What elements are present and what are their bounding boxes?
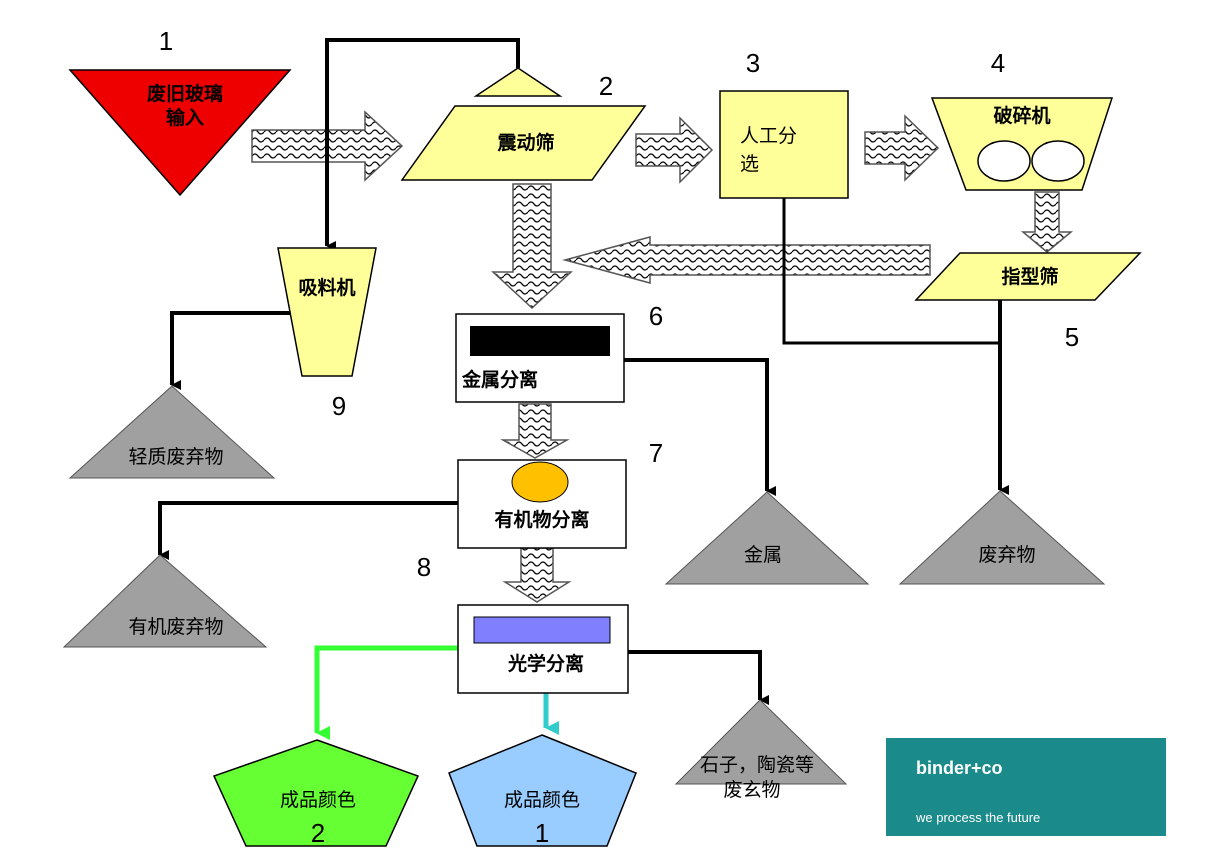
finger-screen-node: 指型筛 — [914, 252, 1142, 301]
optical-separation-node: 光学分离 — [457, 604, 629, 694]
light-waste-label: 轻质废弃物 — [128, 446, 223, 468]
flow-arrow-metal-to-organic — [500, 403, 570, 459]
manual-sort-node: 人工分 选 — [719, 90, 849, 199]
product-1-number: 1 — [535, 818, 549, 848]
product-color-2: 成品颜色 2 — [212, 739, 420, 848]
metal-label: 金属 — [744, 544, 782, 566]
input-label-1: 废旧玻璃 — [147, 82, 223, 105]
organic-separation-node: 有机物分离 — [457, 459, 627, 549]
input-label-2: 输入 — [166, 106, 204, 129]
organic-sep-label: 有机物分离 — [494, 508, 589, 531]
product-1-label: 成品颜色 — [504, 789, 580, 811]
organicsep-to-organicwaste-line — [158, 501, 458, 560]
flow-arrow-screen-down — [491, 183, 573, 310]
step-number-8: 8 — [417, 552, 431, 582]
manual-to-waste-line — [782, 198, 1000, 345]
optical-sensor-bar — [473, 616, 611, 644]
optical-to-stones-line — [628, 650, 769, 705]
suction-feed-line — [325, 38, 520, 251]
suction-machine-node: 吸料机 — [277, 247, 377, 377]
step-number-7: 7 — [649, 438, 663, 468]
step-number-4: 4 — [991, 48, 1005, 78]
product-2-number: 2 — [311, 818, 325, 848]
step-number-5: 5 — [1065, 322, 1079, 352]
vibrating-screen-label: 震动筛 — [497, 131, 554, 154]
glass-input-node: 废旧玻璃 输入 — [68, 69, 292, 197]
product-color-1: 成品颜色 1 — [448, 734, 637, 848]
manual-sort-label-1: 人工分 — [740, 125, 797, 147]
organic-sensor — [511, 461, 569, 503]
stones-pile: 石子，陶瓷等 废玄物 — [674, 699, 848, 801]
crusher-roller-right — [1031, 140, 1085, 182]
metal-pile: 金属 — [664, 491, 870, 585]
finger-screen-label: 指型筛 — [1001, 265, 1058, 288]
crusher-label: 破碎机 — [993, 104, 1050, 127]
organic-waste-label: 有机废弃物 — [128, 616, 223, 638]
logo-slogan: we process the future — [915, 810, 1040, 825]
product-2-label: 成品颜色 — [280, 789, 356, 811]
suction-label: 吸料机 — [298, 276, 355, 299]
light-waste-pile: 轻质废弃物 — [68, 385, 276, 479]
waste-label: 废弃物 — [978, 544, 1035, 566]
metal-detector-bar — [470, 326, 610, 356]
vibrating-screen-node: 震动筛 — [400, 105, 647, 181]
organic-waste-pile: 有机废弃物 — [62, 554, 268, 648]
step-number-2: 2 — [599, 71, 613, 101]
flow-arrow-manual-to-crusher — [864, 114, 940, 182]
step-number-6: 6 — [649, 301, 663, 331]
optical-to-product2-line — [314, 645, 458, 740]
suction-to-lightwaste-line — [170, 311, 290, 390]
optical-sep-label: 光学分离 — [507, 652, 584, 675]
stones-label-2: 废玄物 — [723, 779, 780, 801]
flow-arrow-fingerscreen-return — [562, 236, 931, 284]
waste-pile: 废弃物 — [898, 490, 1106, 585]
stones-label-1: 石子，陶瓷等 — [700, 754, 814, 776]
step-number-3: 3 — [746, 48, 760, 78]
step-number-1: 1 — [159, 26, 173, 56]
binder-co-logo: binder+co we process the future — [886, 738, 1166, 836]
metal-sep-label: 金属分离 — [461, 368, 538, 391]
logo-brand: binder+co — [916, 758, 1003, 778]
flow-arrow-screen-to-manual — [635, 116, 714, 184]
flow-arrow-organic-to-optical — [502, 547, 572, 603]
step-number-9: 9 — [332, 391, 346, 421]
manual-sort-label-2: 选 — [740, 153, 759, 175]
metal-separation-node: 金属分离 — [455, 313, 625, 403]
crusher-roller-left — [977, 140, 1031, 182]
flow-arrow-crusher-to-fingerscreen — [1020, 191, 1074, 253]
crusher-node: 破碎机 — [930, 97, 1114, 191]
suction-hood — [473, 67, 563, 97]
metalsep-to-metal-line — [624, 358, 776, 496]
